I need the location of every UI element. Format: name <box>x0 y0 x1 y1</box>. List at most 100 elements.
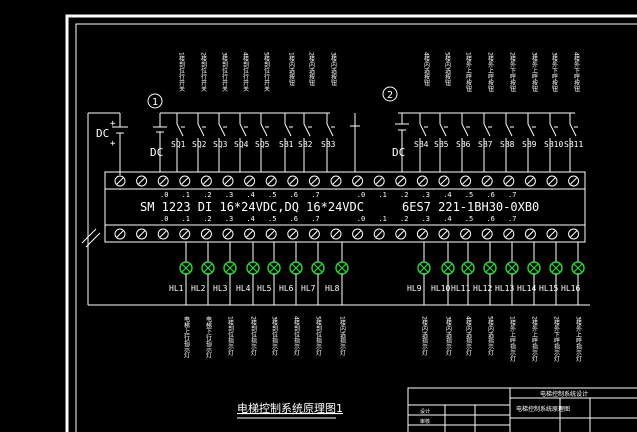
drawing-title: 电梯控制系统原理图1 <box>237 401 343 415</box>
lamp-label: HL3 <box>213 284 228 293</box>
indicator-lamp: HL12 <box>473 242 497 305</box>
input-switch: SB10 <box>540 112 563 172</box>
lamp-label: HL6 <box>279 284 294 293</box>
terminal-screw <box>460 228 472 240</box>
svg-text:+: + <box>110 119 116 129</box>
plc-model: SM 1223 DI 16*24VDC,DQ 16*24VDC <box>140 200 364 214</box>
description-text: 2楼外下呼按钮 <box>509 52 516 93</box>
dc-label-left: DC <box>96 127 109 140</box>
title-block-row-review: 审核 <box>420 418 430 425</box>
input-switch: SB6 <box>452 112 471 172</box>
description-text: 1楼到位行开关 <box>178 52 185 93</box>
lamp-label: HL8 <box>325 284 340 293</box>
lamp-label: HL12 <box>473 284 492 293</box>
circle-mark-2: 2 <box>382 86 398 102</box>
description-text: 1楼外上呼按钮 <box>465 52 472 93</box>
terminal-screw <box>200 228 212 240</box>
description-text: 4楼内选指示灯 <box>465 316 472 357</box>
switch-label: SB8 <box>500 140 515 149</box>
terminal-label: .2 <box>400 215 408 223</box>
terminal-screw <box>114 228 126 240</box>
indicator-lamp: HL13 <box>495 242 519 305</box>
description-text: 3楼到位行开关 <box>221 52 228 93</box>
terminal-screw <box>416 175 428 187</box>
switch-label: SQ5 <box>255 140 270 149</box>
input-switch: SB9 <box>518 112 537 172</box>
description-text: 3楼外上呼指示灯 <box>575 316 582 363</box>
terminal-label: .5 <box>465 215 473 223</box>
input-switch: SB5 <box>430 112 449 172</box>
terminal-label: .3 <box>422 191 430 199</box>
lamp-label: HL7 <box>301 284 316 293</box>
indicator-lamp: HL10 <box>431 242 455 305</box>
description-text: 2楼内选按钮 <box>308 52 315 87</box>
switch-label: SB3 <box>321 140 336 149</box>
switch-label: SB10 <box>544 140 563 149</box>
terminal-screw <box>546 175 558 187</box>
lamp-label: HL13 <box>495 284 514 293</box>
circle-mark-1: 1 <box>147 93 163 109</box>
terminal-screw <box>308 175 320 187</box>
terminal-screw <box>352 228 364 240</box>
switch-label: SB1 <box>279 140 294 149</box>
terminal-label: .0 <box>160 215 168 223</box>
terminal-screw <box>460 175 472 187</box>
terminal-label: .4 <box>246 191 254 199</box>
terminal-label: .0 <box>357 191 365 199</box>
terminal-label: .1 <box>378 215 386 223</box>
switch-label: SB7 <box>478 140 493 149</box>
switch-label: SQ1 <box>171 140 186 149</box>
terminal-label: .4 <box>246 215 254 223</box>
terminal-label: .4 <box>443 191 451 199</box>
description-text: 2楼到位指示灯 <box>250 316 257 357</box>
description-text: 2楼外上呼按钮 <box>487 52 494 93</box>
title-block-row-design: 设计 <box>420 408 430 415</box>
terminal-screw <box>136 228 148 240</box>
terminal-screw <box>395 175 407 187</box>
circle-mark-2-text: 2 <box>387 90 393 101</box>
terminal-label: .3 <box>225 215 233 223</box>
terminal-label: .1 <box>182 215 190 223</box>
description-text: 2楼外上呼指示灯 <box>531 316 538 363</box>
description-text: 2楼外下呼指示灯 <box>553 316 560 363</box>
description-text: 3楼到位指示灯 <box>271 316 278 357</box>
terminal-screw <box>287 175 299 187</box>
terminal-screw <box>287 228 299 240</box>
terminal-screw <box>568 228 580 240</box>
switch-label: SB5 <box>434 140 449 149</box>
terminal-label: .7 <box>508 191 516 199</box>
terminal-screw <box>373 175 385 187</box>
circle-mark-1-text: 1 <box>152 97 158 108</box>
terminal-label: .2 <box>203 215 211 223</box>
lamp-label: HL11 <box>451 284 470 293</box>
indicator-lamp: HL2 <box>191 242 215 305</box>
terminal-screw <box>222 228 234 240</box>
indicator-lamp: HL7 <box>301 242 325 305</box>
terminal-screws-bottom <box>114 228 580 240</box>
lamp-label: HL1 <box>169 284 184 293</box>
terminal-screw <box>244 228 256 240</box>
switch-label: SQ2 <box>192 140 207 149</box>
description-text: 1楼外上呼指示灯 <box>509 316 516 363</box>
input-switch: SB4 <box>410 112 429 172</box>
input-switch: SQ5 <box>251 112 270 172</box>
terminal-label: .6 <box>290 215 298 223</box>
terminal-screw <box>481 175 493 187</box>
input-switch: SQ1 <box>167 112 186 172</box>
dc-label-mid-right: DC <box>392 146 405 159</box>
input-switch: SQ2 <box>188 112 207 172</box>
terminal-label: .4 <box>443 215 451 223</box>
terminal-screw <box>503 175 515 187</box>
terminal-label: .1 <box>182 191 190 199</box>
description-text: 5楼到位行开关 <box>263 52 270 93</box>
description-text: 4楼到位行开关 <box>242 52 249 93</box>
description-text: 5楼到位指示灯 <box>315 316 322 357</box>
input-switch: SQ4 <box>230 112 249 172</box>
description-text: 4楼内选按钮 <box>423 52 430 87</box>
switch-label: SB11 <box>564 140 583 149</box>
